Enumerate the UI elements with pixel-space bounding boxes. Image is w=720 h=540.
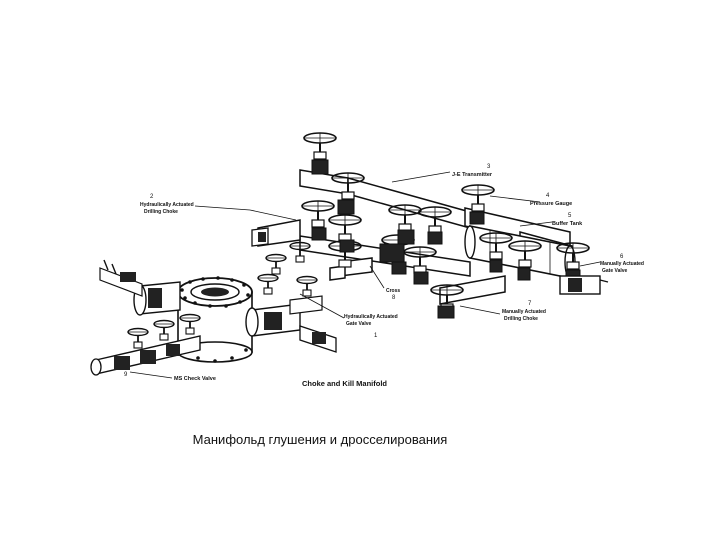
num-cross: 8 xyxy=(392,295,396,301)
bop-stack xyxy=(99,259,337,363)
label-ms-check-valve: MS Check Valve xyxy=(174,376,216,382)
label-manual-valve-2: Gate Valve xyxy=(602,268,628,274)
num-manual-choke: 7 xyxy=(528,301,532,307)
valve-bodies xyxy=(311,159,581,319)
leader-lines xyxy=(129,171,601,379)
num-check: 9 xyxy=(124,372,128,378)
label-buffer-tank: Buffer Tank xyxy=(552,221,583,227)
label-hyd-choke-1: Hydraulically Actuated xyxy=(140,202,194,208)
num-gauge: 4 xyxy=(546,193,550,199)
label-manual-valve-1: Manually Actuated xyxy=(600,261,644,267)
label-hyd-choke-2: Drilling Choke xyxy=(144,209,178,215)
num-transmitter: 3 xyxy=(487,164,491,170)
manual-gate-valve-right xyxy=(559,275,609,295)
caption: Манифольд глушения и дросселирования xyxy=(192,432,448,447)
num-hyd-choke: 2 xyxy=(150,194,154,200)
drilling-choke-body xyxy=(251,227,269,247)
num-hyd-valve: 1 xyxy=(374,333,378,339)
label-manual-choke-2: Drilling Choke xyxy=(504,316,538,322)
label-cross: Cross xyxy=(386,288,400,294)
diagram-title: Choke and Kill Manifold xyxy=(302,379,387,388)
label-manual-choke-1: Manually Actuated xyxy=(502,309,546,315)
num-tank: 5 xyxy=(568,213,572,219)
kill-line-valves xyxy=(90,313,201,376)
num-manual-valve: 6 xyxy=(620,254,624,260)
label-hyd-valve-2: Gate Valve xyxy=(346,321,372,327)
label-je-transmitter: J-E Transmitter xyxy=(452,172,493,178)
label-pressure-gauge: Pressure Gauge xyxy=(530,201,572,207)
label-hyd-valve-1: Hydraulically Actuated xyxy=(344,314,398,320)
